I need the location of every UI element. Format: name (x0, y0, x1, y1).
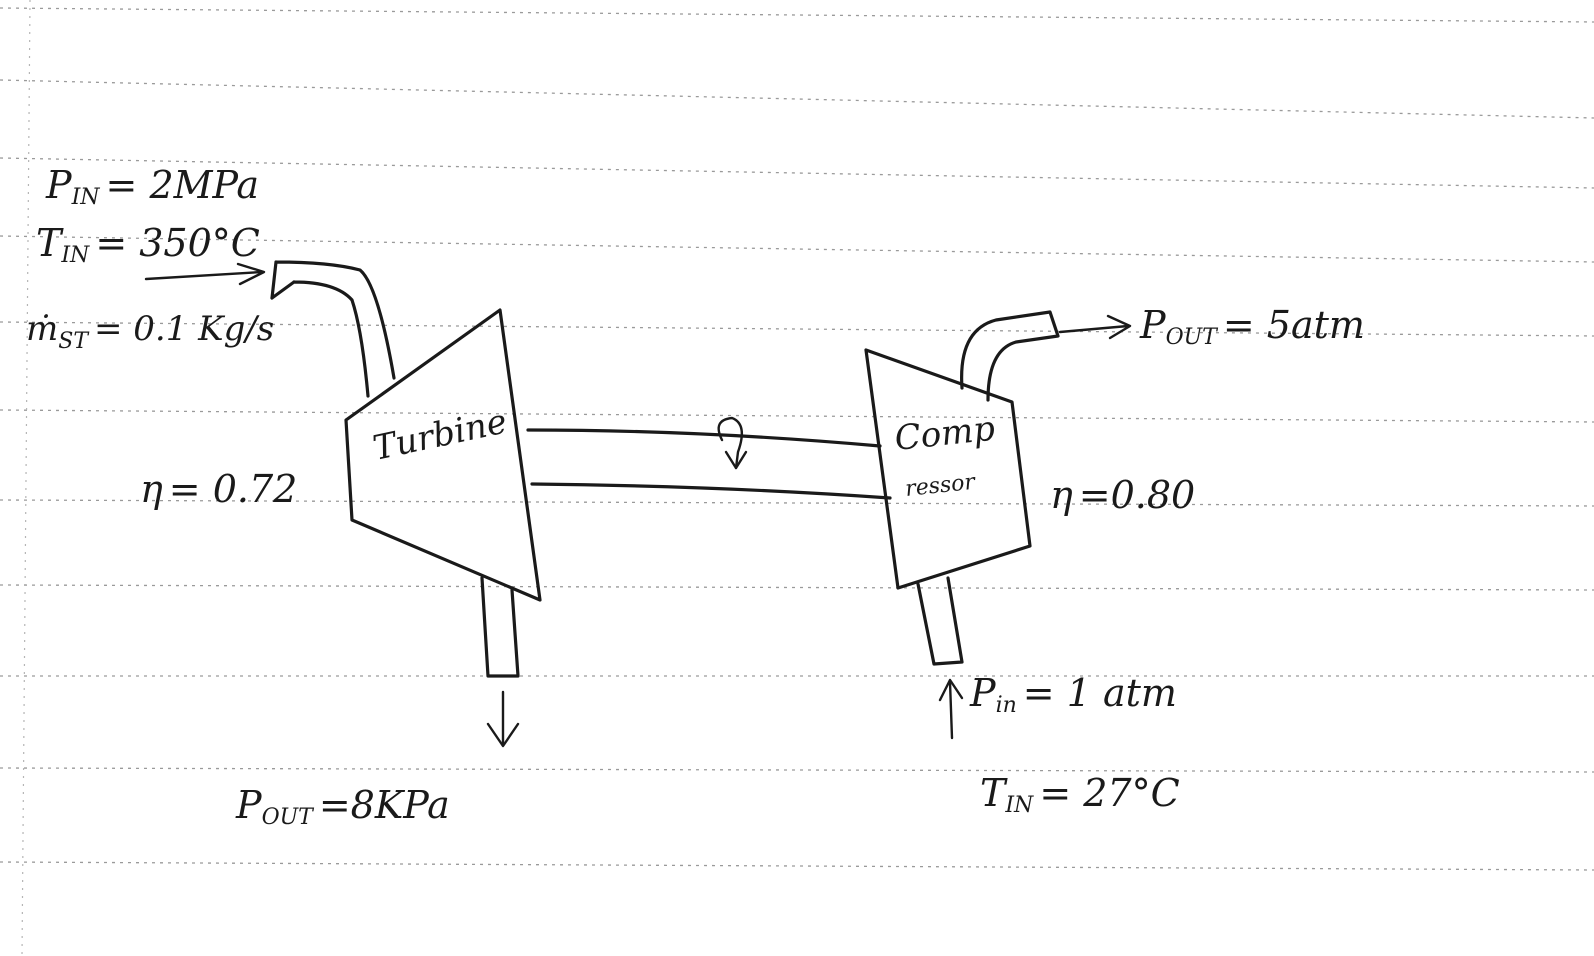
shaft (526, 428, 892, 500)
steam-mass-flow: ṁST= 0.1 Kg/s (26, 309, 274, 354)
turbine-inlet-temperature-sub: IN (60, 243, 90, 268)
compressor-outlet-pressure-value: = 5atm (1223, 303, 1365, 347)
turbine-label: Turbine (370, 402, 511, 469)
turbine-exhaust-pipe (480, 576, 520, 678)
compressor-efficiency-value: =0.80 (1079, 473, 1195, 517)
compressor-inlet-pressure-sub: in (996, 693, 1017, 718)
compressor-inlet-temperature: TIN= 27°C (980, 771, 1180, 818)
turbine-inlet-temperature-symbol: T (36, 221, 64, 265)
compressor-label-line2: ressor (904, 470, 978, 502)
compressor-inlet-pipe (916, 576, 964, 666)
turbine-inlet-pressure-value: = 2MPa (106, 163, 260, 207)
turbine-outlet-pressure: POUT=8KPa (235, 783, 450, 830)
compressor-inlet-pressure: Pin= 1 atm (969, 671, 1177, 718)
turbine-efficiency: η= 0.72 (140, 467, 297, 511)
compressor-outlet-arrow (1058, 314, 1132, 340)
compressor-efficiency-symbol: η (1050, 473, 1073, 517)
compressor-outlet-pressure-symbol: P (1139, 303, 1167, 347)
compressor-outlet-pipe (960, 310, 1060, 402)
compressor-inlet-pressure-symbol: P (969, 671, 997, 715)
compressor-inlet-pressure-value: = 1 atm (1023, 671, 1177, 715)
turbine-body (344, 308, 542, 602)
steam-mass-flow-symbol: ṁ (26, 309, 58, 349)
compressor-inlet-arrow (938, 678, 964, 740)
turbine-inlet-temperature-value: = 350°C (95, 221, 260, 265)
compressor-efficiency: η=0.80 (1050, 473, 1195, 517)
turbine-inlet-arrow (144, 262, 266, 286)
turbine-inlet-pressure: PIN= 2MPa (45, 163, 259, 210)
rotation-arrow-icon (717, 416, 748, 470)
steam-mass-flow-value: = 0.1 Kg/s (94, 309, 274, 349)
turbine-outlet-pressure-sub: OUT (262, 805, 316, 830)
turbine-inlet-pipe (270, 260, 396, 398)
compressor-inlet-temperature-value: = 27°C (1039, 771, 1179, 815)
turbine-efficiency-symbol: η (140, 467, 163, 511)
turbine-inlet-temperature: TIN= 350°C (36, 221, 260, 268)
compressor-outlet-pressure: POUT= 5atm (1139, 303, 1365, 350)
steam-mass-flow-sub: ST (58, 329, 90, 354)
compressor-label-line1: Comp (893, 409, 997, 459)
turbine-outlet-pressure-symbol: P (235, 783, 263, 827)
turbine-outlet-pressure-value: =8KPa (319, 783, 450, 827)
turbine-inlet-pressure-sub: IN (71, 185, 101, 210)
compressor-inlet-temperature-symbol: T (980, 771, 1008, 815)
compressor-inlet-temperature-sub: IN (1004, 793, 1034, 818)
turbine-efficiency-value: = 0.72 (169, 467, 298, 511)
turbine-exhaust-arrow (486, 690, 520, 748)
turbine-inlet-pressure-symbol: P (45, 163, 73, 207)
compressor-body (864, 348, 1032, 590)
compressor-outlet-pressure-sub: OUT (1166, 325, 1220, 350)
